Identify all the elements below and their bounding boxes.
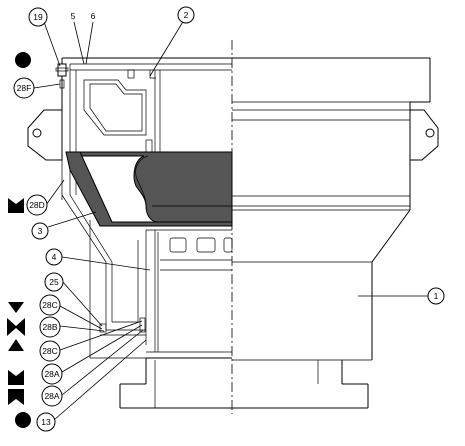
- svg-text:19: 19: [33, 12, 43, 22]
- callout-28a-top: 28A: [41, 363, 63, 385]
- svg-text:28C: 28C: [42, 300, 58, 310]
- right-lifting-lug: [409, 109, 439, 161]
- svg-text:28D: 28D: [29, 200, 45, 210]
- left-liner: [61, 150, 147, 345]
- callout-28c-top: 28C: [39, 294, 61, 316]
- svg-text:6: 6: [91, 11, 96, 21]
- upper-cavity: [69, 63, 232, 195]
- top-fittings: [55, 63, 69, 89]
- svg-text:5: 5: [71, 11, 76, 21]
- callout-28c-bottom: 28C: [39, 340, 61, 362]
- svg-text:2: 2: [184, 10, 189, 20]
- svg-text:3: 3: [38, 226, 43, 236]
- plug-insert: [65, 151, 233, 227]
- flag-block-icon: [8, 389, 24, 405]
- filled-circle-icon: [15, 52, 31, 68]
- svg-text:28F: 28F: [17, 83, 32, 93]
- svg-text:28C: 28C: [42, 346, 58, 356]
- filled-circle-icon: [15, 412, 31, 428]
- callout-2: 2: [177, 6, 195, 24]
- callout-1: 1: [427, 287, 445, 305]
- callout-28b: 28B: [39, 316, 61, 338]
- callout-28f: 28F: [13, 77, 35, 99]
- svg-text:1: 1: [434, 291, 439, 301]
- callout-6: 6: [91, 11, 96, 21]
- inner-column: [146, 229, 233, 352]
- bowtie-notch-icon: [8, 198, 24, 213]
- callout-4: 4: [45, 248, 63, 266]
- callout-19: 19: [28, 7, 48, 27]
- housing-outline: [61, 57, 431, 409]
- svg-text:13: 13: [41, 417, 51, 427]
- callout-25: 25: [44, 272, 64, 292]
- leader-lines: [33, 19, 428, 421]
- left-lifting-lug: [27, 109, 63, 161]
- svg-text:25: 25: [49, 277, 59, 287]
- svg-text:4: 4: [52, 252, 57, 262]
- callout-28d: 28D: [26, 194, 48, 216]
- callout-3: 3: [31, 222, 49, 240]
- callout-5: 5: [71, 11, 76, 21]
- notched-block-icon: [8, 370, 24, 385]
- svg-text:28A: 28A: [44, 391, 59, 401]
- callout-28a-bottom: 28A: [41, 385, 63, 407]
- up-triangle-icon: [8, 339, 24, 351]
- svg-text:28B: 28B: [42, 322, 57, 332]
- down-triangle-icon: [8, 302, 24, 313]
- callout-13: 13: [36, 412, 56, 432]
- bowtie-icon: [7, 318, 25, 336]
- svg-text:28A: 28A: [44, 369, 59, 379]
